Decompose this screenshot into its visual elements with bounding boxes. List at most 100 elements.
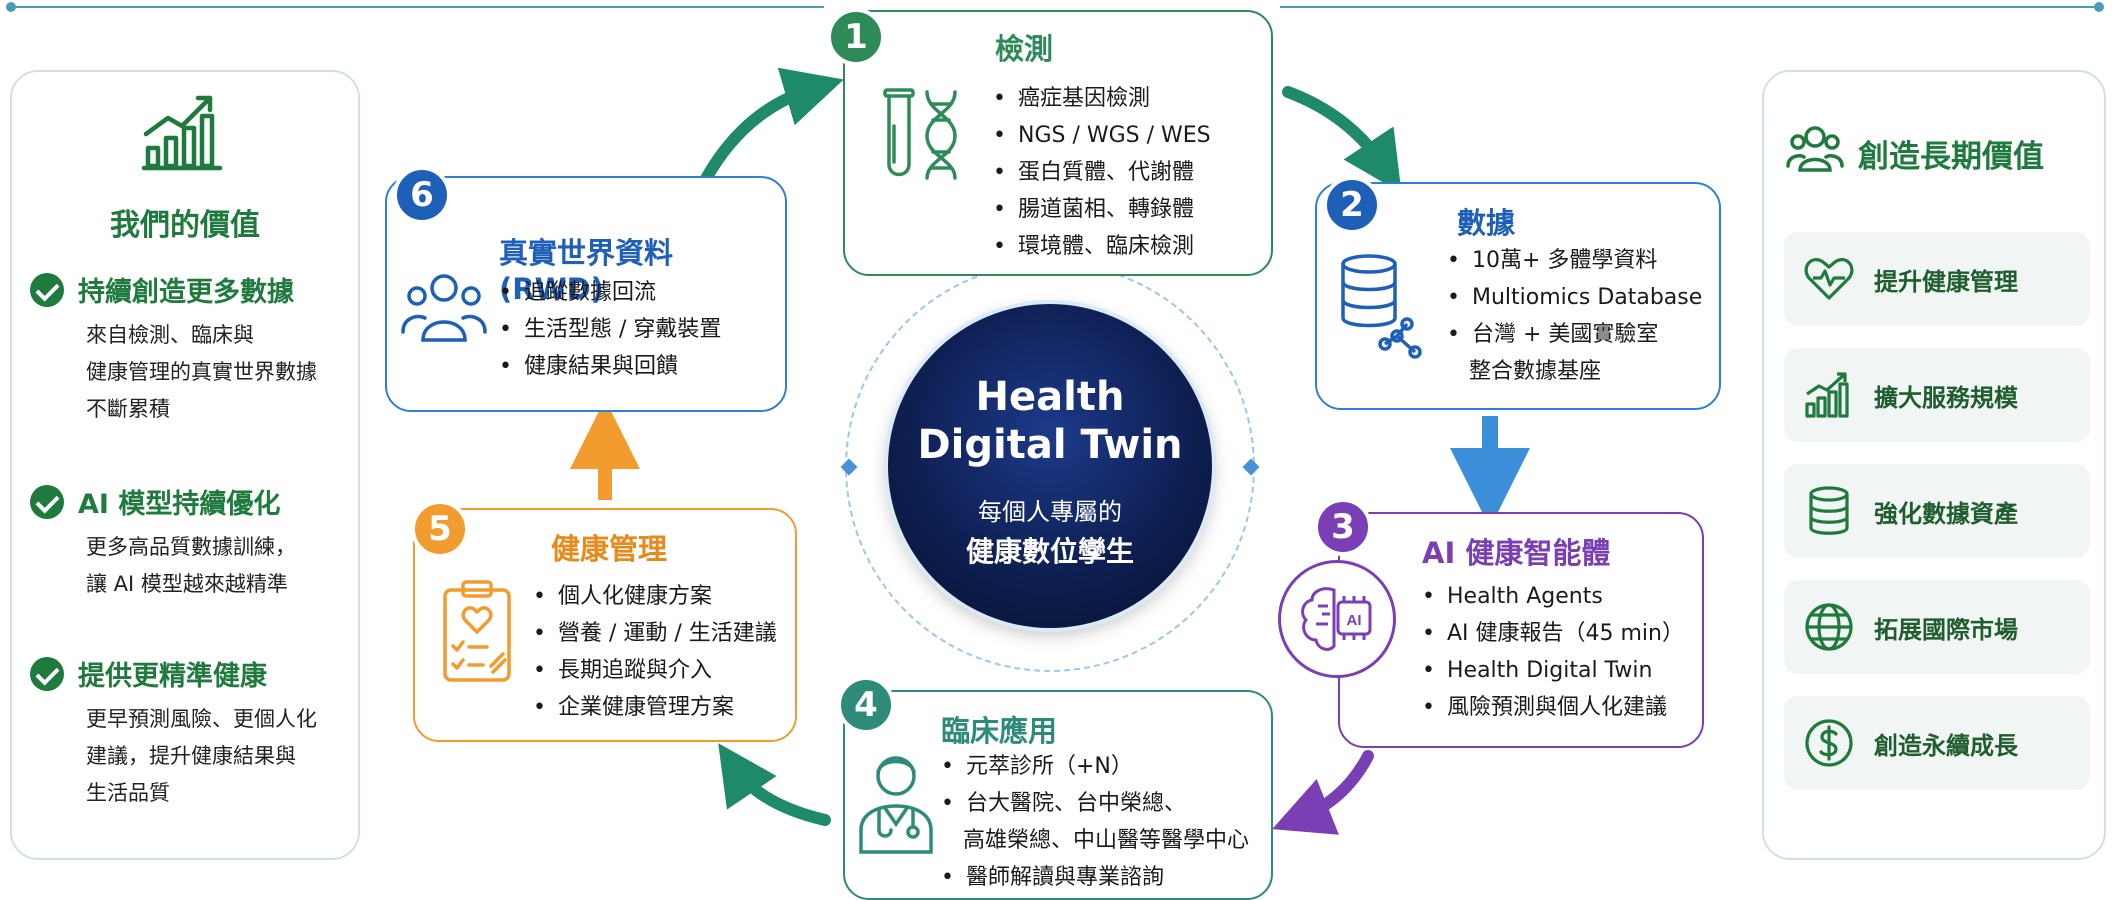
- check-circle-icon: [30, 484, 64, 519]
- health-digital-twin-hub: Health Digital Twin 每個人專屬的 健康數位孿生: [888, 304, 1212, 628]
- step-bullet: Multiomics Database: [1447, 279, 1702, 316]
- svg-text:AI: AI: [1347, 612, 1362, 629]
- value-item-line: 生活品質: [86, 781, 170, 805]
- step-bullet: 醫師解讀與專業諮詢: [941, 859, 1249, 896]
- value-item-ai-optimize: AI 模型持續優化 更多高品質數據訓練， 讓 AI 模型越來越精準: [30, 482, 350, 603]
- people-group-icon: [1786, 122, 1844, 184]
- value-item-line: 來自檢測、臨床與: [86, 323, 254, 347]
- step-card-rwd: 6 真實世界資料 (RWD) 追蹤數據回流 生活型態 / 穿戴裝置 健康結果與回…: [385, 166, 787, 412]
- top-divider-left: [12, 6, 824, 8]
- step-number-badge: 4: [837, 676, 895, 734]
- step-card-data: 2 數據 10萬+ 多體學資料 Multiomics Database 台灣 +…: [1315, 176, 1721, 410]
- step-bullet-list: 追蹤數據回流 生活型態 / 穿戴裝置 健康結果與回饋: [499, 274, 721, 385]
- step-bullet: 追蹤數據回流: [499, 274, 721, 311]
- step-title: 臨床應用: [941, 714, 1058, 748]
- value-card-label: 創造永續成長: [1874, 731, 2018, 760]
- value-card-label: 提升健康管理: [1874, 267, 2018, 296]
- our-value-title: 我們的價值: [110, 208, 260, 243]
- hub-title-line2: Digital Twin: [917, 422, 1183, 468]
- our-value-panel: 我們的價值 持續創造更多數據 來自檢測、臨床與 健康管理的真實世界數據 不斷累積…: [10, 70, 360, 860]
- arrow-1-to-2: [1282, 86, 1402, 194]
- step-number-badge: 2: [1323, 176, 1381, 234]
- step-bullet: 風險預測與個人化建議: [1422, 689, 1684, 726]
- step-bullet: 企業健康管理方案: [533, 689, 777, 726]
- value-card-label: 擴大服務規模: [1874, 383, 2018, 412]
- step-number-badge: 1: [827, 8, 885, 66]
- step-bullet-list: 10萬+ 多體學資料 Multiomics Database 台灣 + 美國實驗…: [1447, 242, 1702, 390]
- doctor-icon: [855, 748, 937, 862]
- growth-chart-icon: [138, 88, 228, 182]
- step-bullet: 10萬+ 多體學資料: [1447, 242, 1702, 279]
- step-title: AI 健康智能體: [1422, 536, 1611, 570]
- dollar-coin-icon: [1784, 717, 1874, 769]
- step-bullet: 台大醫院、台中榮總、: [941, 785, 1249, 822]
- step-title: 檢測: [995, 32, 1054, 66]
- step-bullet: 腸道菌相、轉錄體: [993, 191, 1211, 228]
- step-bullet-list: 元萃診所（+N） 台大醫院、台中榮總、 高雄榮總、中山醫等醫學中心 醫師解讀與專…: [941, 748, 1249, 896]
- long-term-value-title: 創造長期價值: [1858, 138, 2044, 175]
- step-bullet: 元萃診所（+N）: [941, 748, 1249, 785]
- step-bullet: Health Agents: [1422, 578, 1684, 615]
- growth-chart-icon: [1784, 370, 1874, 420]
- hub-title-line1: Health: [975, 374, 1125, 420]
- step-title: 數據: [1457, 206, 1516, 240]
- value-card-health-management: 提升健康管理: [1784, 232, 2090, 326]
- step-number-badge: 3: [1314, 498, 1372, 556]
- globe-icon: [1784, 601, 1874, 653]
- step-card-ai-agent: 3 AI 健康智能體 AI Health Agents AI 健康報告（45 m…: [1278, 498, 1704, 748]
- heart-pulse-icon: [1784, 256, 1874, 302]
- check-circle-icon: [30, 272, 64, 307]
- value-item-title: AI 模型持續優化: [78, 489, 281, 520]
- hub-subtitle-line1: 每個人專屬的: [978, 498, 1122, 526]
- people-group-icon: [401, 270, 487, 350]
- ai-brain-icon: AI: [1278, 560, 1396, 678]
- step-bullet: 營養 / 運動 / 生活建議: [533, 615, 777, 652]
- value-item-line: 讓 AI 模型越來越精準: [86, 572, 288, 596]
- long-term-value-panel: 創造長期價值 提升健康管理 擴大服務規模 強化數據: [1762, 70, 2106, 860]
- top-divider-left-dot: [6, 2, 16, 12]
- step-number-badge: 6: [393, 166, 451, 224]
- step-bullet-list: Health Agents AI 健康報告（45 min） Health Dig…: [1422, 578, 1684, 726]
- database-network-icon: [1337, 252, 1427, 366]
- value-item-line: 健康管理的真實世界數據: [86, 360, 317, 384]
- step-bullet: 癌症基因檢測: [993, 80, 1211, 117]
- value-card-label: 強化數據資產: [1874, 499, 2018, 528]
- value-card-scale-service: 擴大服務規模: [1784, 348, 2090, 442]
- step-bullet: AI 健康報告（45 min）: [1422, 615, 1684, 652]
- step-bullet: 蛋白質體、代謝體: [993, 154, 1211, 191]
- value-item-more-data: 持續創造更多數據 來自檢測、臨床與 健康管理的真實世界數據 不斷累積: [30, 270, 350, 428]
- test-tube-dna-icon: [881, 86, 961, 186]
- step-card-clinical: 4 臨床應用 元萃診所（+N） 台大醫院、台中榮總、 高雄榮總、中山醫等醫學中心…: [837, 676, 1273, 900]
- check-circle-icon: [30, 656, 64, 691]
- step-bullet-continuation: 整合數據基座: [1469, 359, 1602, 384]
- step-bullet: 長期追蹤與介入: [533, 652, 777, 689]
- long-term-value-header: 創造長期價值: [1786, 122, 2044, 184]
- value-item-line: 更多高品質數據訓練，: [86, 535, 296, 559]
- top-divider-right-dot: [2094, 2, 2104, 12]
- arrow-4-to-5: [718, 743, 831, 826]
- value-item-title: 持續創造更多數據: [78, 277, 294, 308]
- step-bullet-list: 癌症基因檢測 NGS / WGS / WES 蛋白質體、代謝體 腸道菌相、轉錄體…: [993, 80, 1211, 265]
- step-card-testing: 1 檢測 癌症基因檢測 NGS / WGS / WES 蛋白質體、代謝體 腸道菌…: [827, 8, 1273, 276]
- value-card-label: 拓展國際市場: [1874, 615, 2018, 644]
- value-card-data-assets: 強化數據資產: [1784, 464, 2090, 558]
- arrow-3-to-4: [1272, 750, 1374, 835]
- arrow-6-to-1: [694, 67, 844, 196]
- value-item-title: 提供更精準健康: [78, 661, 267, 692]
- step-bullet: 台灣 + 美國實驗室: [1447, 316, 1702, 353]
- step-bullet: 生活型態 / 穿戴裝置: [499, 311, 721, 348]
- step-bullet-continuation: 高雄榮總、中山醫等醫學中心: [963, 828, 1250, 853]
- value-item-line: 建議，提升健康結果與: [86, 744, 296, 768]
- clipboard-heart-icon: [441, 580, 513, 688]
- database-icon: [1784, 485, 1874, 537]
- value-item-line: 更早預測風險、更個人化: [86, 707, 317, 731]
- value-item-line: 不斷累積: [86, 397, 170, 421]
- step-card-health-management: 5 健康管理 個人化健康方案 營養 / 運動 / 生活建議 長期追蹤與介入 企業…: [411, 500, 797, 742]
- step-bullet: 個人化健康方案: [533, 578, 777, 615]
- step-bullet: 健康結果與回饋: [499, 348, 721, 385]
- step-bullet-list: 個人化健康方案 營養 / 運動 / 生活建議 長期追蹤與介入 企業健康管理方案: [533, 578, 777, 726]
- step-bullet: Health Digital Twin: [1422, 652, 1684, 689]
- value-card-sustainable-growth: 創造永續成長: [1784, 696, 2090, 790]
- step-bullet: 環境體、臨床檢測: [993, 228, 1211, 265]
- hub-subtitle-line2: 健康數位孿生: [965, 535, 1134, 568]
